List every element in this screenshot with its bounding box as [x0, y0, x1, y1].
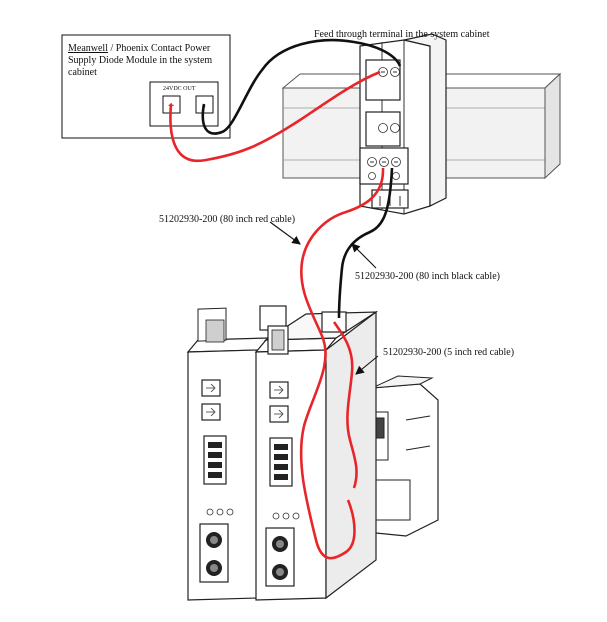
- psu-brand: Meanwell: [68, 43, 108, 54]
- psu-label-line2: Supply Diode Module in the system: [68, 55, 212, 66]
- feed-through-terminal: [359, 33, 447, 215]
- power-supply-module: Meanwell / Phoenix Contact Power Supply …: [61, 34, 231, 139]
- arrow-red-80in: [269, 221, 301, 245]
- cable-red-5-label: 51202930-200 (5 inch red cable): [383, 347, 514, 358]
- black-wire-80in: [337, 167, 394, 319]
- feed-terminal-label: Feed through terminal in the system cabi…: [314, 29, 490, 40]
- psu-label-rest: / Phoenix Contact Power: [108, 43, 211, 54]
- arrow-red-5in: [355, 355, 379, 375]
- red-wire-5in: [332, 321, 358, 489]
- cable-black-80-label: 51202930-200 (80 inch black cable): [355, 271, 500, 282]
- psu-label-line1: Meanwell / Phoenix Contact Power: [68, 43, 211, 54]
- psu-label-line3: cabinet: [68, 67, 97, 78]
- red-wire-80in: [299, 167, 385, 560]
- red-wire-psu-to-terminal: [169, 70, 381, 163]
- psu-output-label: 24VDC OUT: [163, 86, 196, 92]
- io-device-right: [254, 305, 379, 601]
- arrow-black-80in: [351, 243, 377, 269]
- cable-red-80-label: 51202930-200 (80 inch red cable): [159, 214, 295, 225]
- black-wire-psu-to-terminal: [201, 38, 402, 135]
